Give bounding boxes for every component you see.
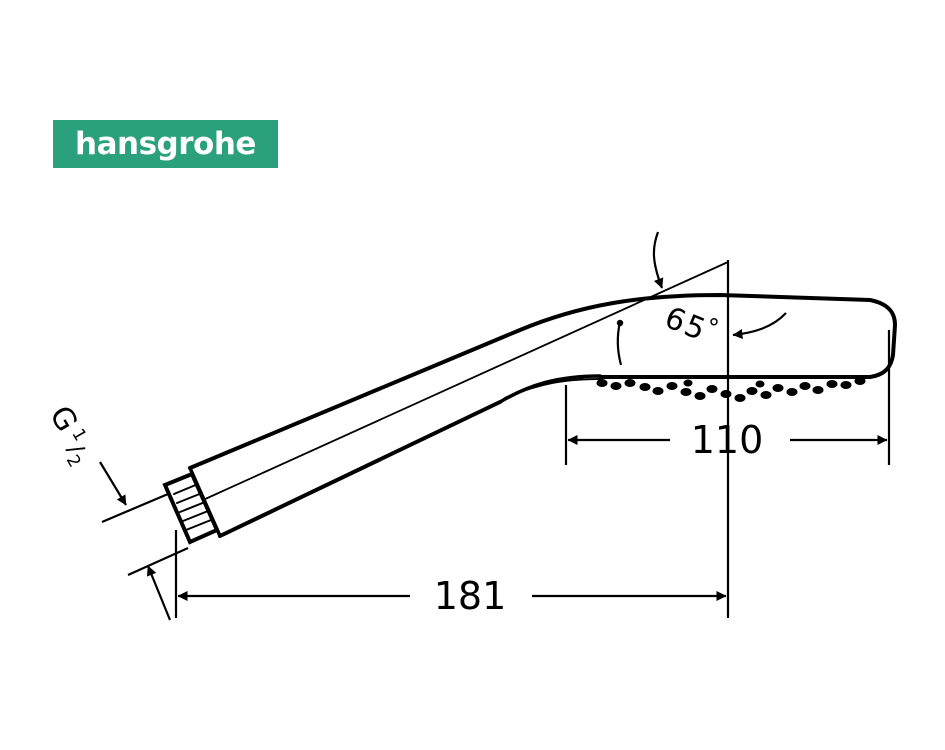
brand-logo-text: hansgrohe (75, 125, 256, 162)
angle-unit-label: ° (708, 314, 720, 342)
spray-nozzles (596, 377, 866, 402)
shower-underside-inner (504, 378, 601, 399)
thread-connector (162, 471, 220, 545)
angle-arc-small (616, 321, 623, 366)
thread-numerator-label: 1 (67, 425, 90, 444)
shower-body (188, 261, 897, 538)
thread-denominator-label: 2 (62, 452, 85, 471)
angle-arrow-top (652, 231, 664, 289)
handle-center-line (202, 261, 729, 501)
dim-110-label: 110 (691, 418, 764, 462)
brand-logo: hansgrohe (53, 120, 278, 168)
angle-arrow-right (732, 312, 787, 339)
angle-label: 65 (660, 300, 712, 348)
thread-leader-bottom (146, 565, 172, 621)
shower-handle-bottom (218, 400, 502, 538)
dim-181-label: 181 (434, 574, 507, 618)
thread-fraction-bar (65, 447, 86, 452)
thread-ext-line-2 (127, 546, 189, 577)
thread-ext-line-1 (101, 492, 169, 524)
thread-leader-top (99, 461, 127, 506)
angle-dot (616, 319, 624, 327)
dimension-lines (99, 231, 891, 621)
